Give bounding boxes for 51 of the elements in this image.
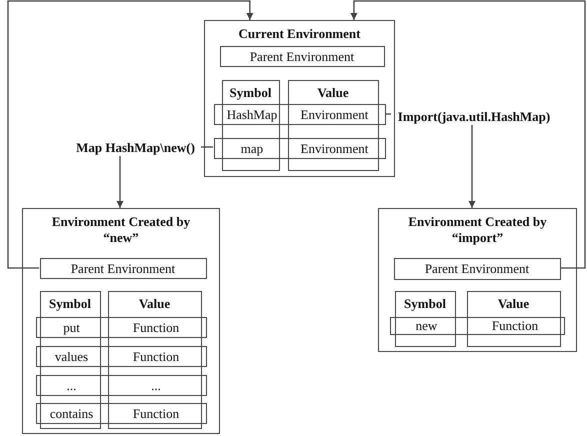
table-column bbox=[108, 291, 202, 429]
symbol-value: Function bbox=[132, 406, 180, 422]
symbol-value: Environment bbox=[300, 141, 370, 157]
table-row bbox=[36, 317, 207, 338]
box-label: Parent Environment bbox=[248, 49, 356, 65]
connector-arrow bbox=[350, 0, 586, 269]
connector-arrow bbox=[116, 156, 124, 208]
symbol-value: ... bbox=[150, 378, 162, 394]
connector-arrow bbox=[7, 0, 254, 269]
column-header: Value bbox=[138, 296, 172, 312]
table-row bbox=[390, 317, 565, 335]
box-title: Current Environment bbox=[238, 26, 362, 42]
table-column bbox=[40, 291, 101, 429]
symbol-name: contains bbox=[48, 406, 94, 422]
parent-environment-box bbox=[394, 258, 561, 280]
column-header: Symbol bbox=[48, 296, 92, 312]
table-column bbox=[467, 291, 561, 347]
parent-environment-box bbox=[220, 46, 385, 67]
column-header: Value bbox=[316, 85, 350, 101]
symbol-value: Function bbox=[490, 318, 540, 334]
symbol-value: Function bbox=[132, 320, 180, 336]
column-header: Symbol bbox=[403, 296, 447, 312]
symbol-value: Environment bbox=[300, 107, 370, 123]
box-title: Environment Created by “new” bbox=[50, 214, 192, 246]
box-title: Environment Created by “import” bbox=[407, 214, 548, 246]
table-row bbox=[36, 375, 207, 396]
connector-arrow bbox=[468, 125, 476, 208]
operation-label: Map HashMap\new() bbox=[70, 139, 201, 156]
parent-environment-box bbox=[40, 258, 207, 279]
table-row bbox=[36, 346, 207, 367]
column-header: Symbol bbox=[228, 85, 272, 101]
symbol-name: ... bbox=[66, 378, 78, 394]
environment-box bbox=[204, 20, 395, 177]
symbol-value: Function bbox=[132, 349, 180, 365]
environment-box bbox=[22, 208, 220, 434]
symbol-name: map bbox=[240, 141, 264, 157]
table-row bbox=[36, 403, 207, 424]
table-row bbox=[214, 104, 386, 125]
column-header: Value bbox=[496, 296, 530, 312]
table-column bbox=[288, 80, 379, 171]
symbol-name: values bbox=[54, 349, 90, 365]
symbol-name: put bbox=[62, 320, 81, 336]
box-label: Parent Environment bbox=[70, 261, 176, 277]
table-column bbox=[222, 80, 280, 171]
table-column bbox=[395, 291, 456, 347]
operation-label: Import(java.util.HashMap) bbox=[391, 108, 557, 125]
box-label: Parent Environment bbox=[424, 261, 530, 277]
environment-box bbox=[378, 208, 577, 352]
table-row bbox=[214, 138, 386, 159]
symbol-name: HashMap bbox=[226, 107, 278, 123]
symbol-name: new bbox=[414, 318, 438, 334]
